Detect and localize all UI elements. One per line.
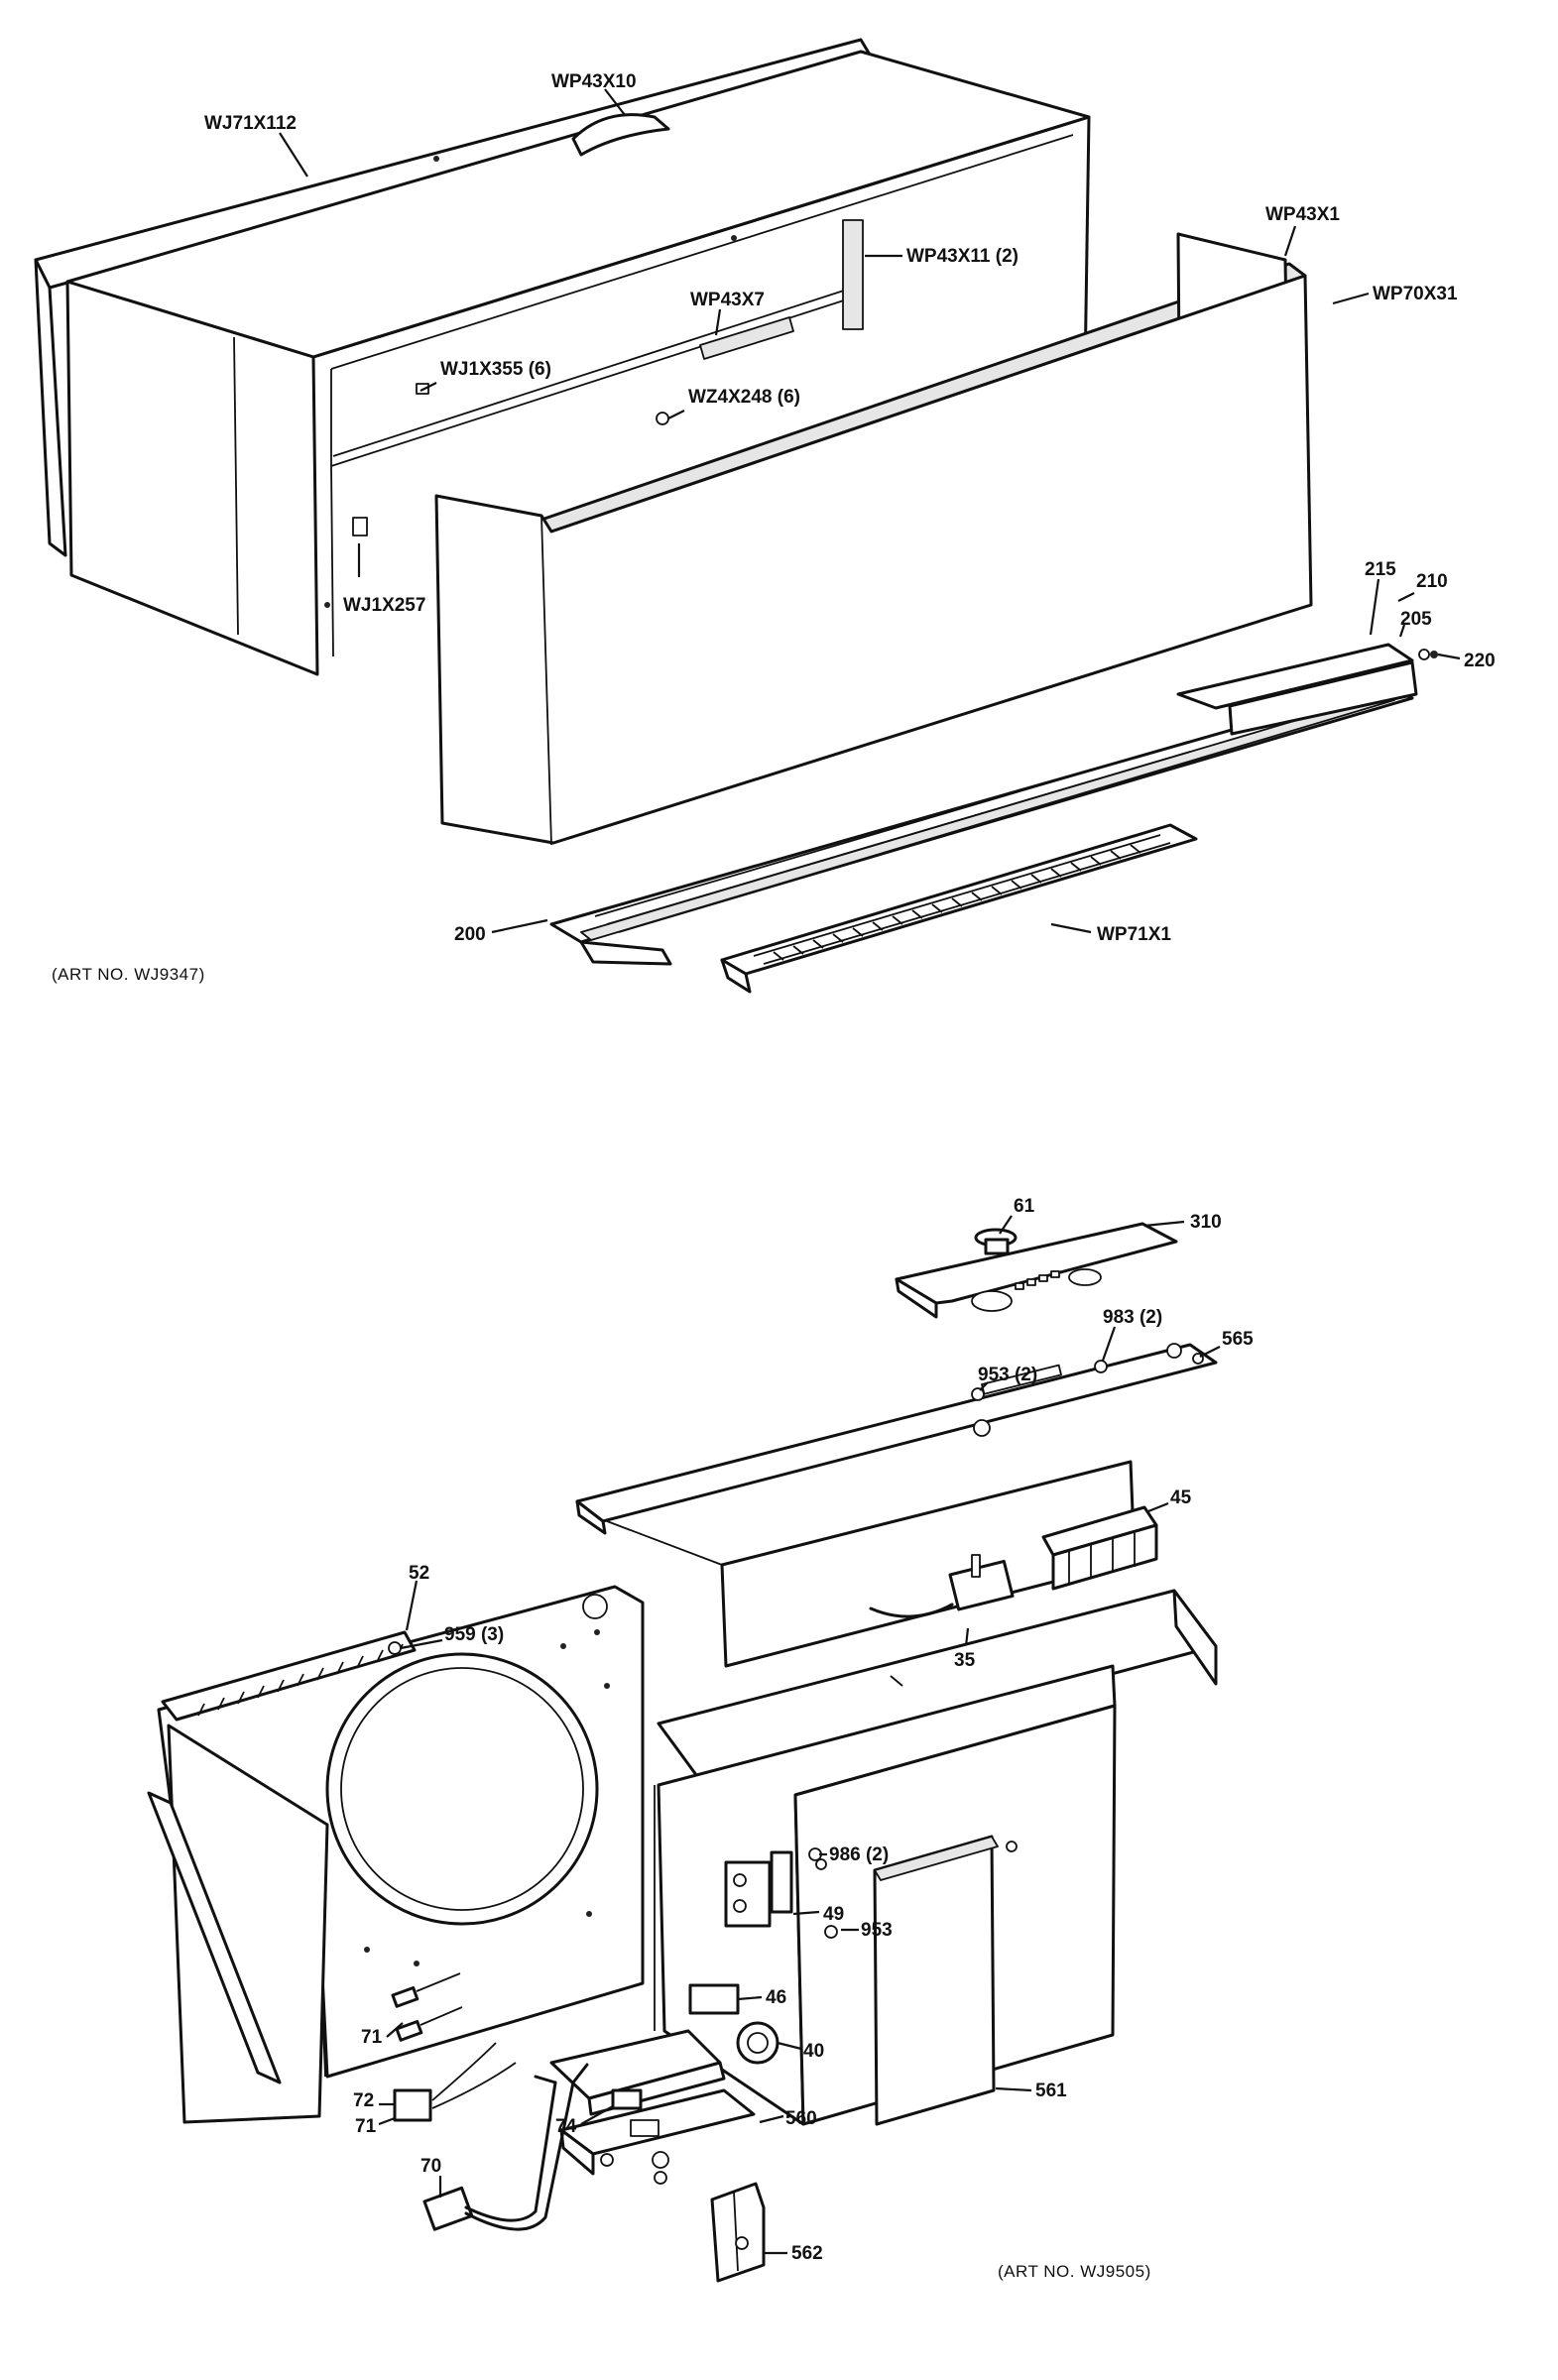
label-210: 210: [1416, 571, 1448, 592]
bracket-562: [712, 2184, 764, 2281]
label-71-a: 71: [361, 2027, 383, 2048]
label-562: 562: [791, 2243, 823, 2264]
label-wj71x112: WJ71X112: [204, 113, 297, 134]
label-46: 46: [766, 1987, 786, 2008]
label-986: 986 (2): [829, 1844, 889, 1865]
label-215: 215: [1365, 559, 1396, 580]
label-74: 74: [555, 2116, 577, 2137]
label-35: 35: [954, 1650, 976, 1671]
label-40: 40: [803, 2041, 824, 2062]
label-310: 310: [1190, 1212, 1222, 1233]
label-wj1x257: WJ1X257: [343, 595, 425, 616]
label-wp70x31: WP70X31: [1373, 284, 1458, 304]
label-959: 959 (3): [444, 1624, 504, 1645]
plug-74: [611, 2088, 643, 2110]
discharge-grille-frame: [551, 645, 1438, 964]
front-cover-panel: [436, 234, 1311, 845]
wire-connectors: [393, 1973, 516, 2120]
label-wp71x1: WP71X1: [1097, 924, 1171, 945]
label-wp43x10: WP43X10: [551, 71, 637, 92]
label-983: 983 (2): [1103, 1307, 1162, 1328]
label-45: 45: [1170, 1488, 1192, 1508]
label-wp43x1: WP43X1: [1265, 204, 1340, 225]
label-200: 200: [454, 924, 486, 945]
label-72: 72: [353, 2090, 374, 2111]
label-52: 52: [409, 1563, 429, 1584]
label-61: 61: [1014, 1196, 1035, 1217]
label-wp43x7: WP43X7: [690, 290, 765, 310]
lower-leaders: [378, 1215, 1221, 2255]
label-205: 205: [1400, 609, 1432, 630]
thermostat: [871, 1555, 1013, 1646]
label-wj1x355: WJ1X355 (6): [440, 359, 551, 380]
cover-plate-561: [875, 1837, 1017, 2124]
lower-assembly: 61 310 983 (2) 565 953 (2) 45 52 959 (3)…: [149, 1196, 1254, 2281]
label-561: 561: [1035, 2081, 1067, 2101]
label-560: 560: [785, 2108, 817, 2129]
label-565: 565: [1222, 1329, 1254, 1350]
label-71-b: 71: [355, 2116, 377, 2137]
side-baffle: [149, 1726, 327, 2122]
label-wp43x11: WP43X11 (2): [906, 246, 1019, 267]
tray: [659, 1591, 1216, 1783]
control-bracket: [577, 1344, 1216, 1666]
control-panel-plate: [897, 1224, 1176, 1317]
selector-switch: [1043, 1507, 1156, 1589]
art-number-lower: (ART NO. WJ9505): [998, 2262, 1151, 2281]
label-953: 953: [861, 1920, 893, 1941]
power-cord: [424, 2065, 587, 2229]
label-220: 220: [1464, 651, 1496, 671]
label-953-2: 953 (2): [978, 1365, 1037, 1385]
knob: [976, 1230, 1016, 1253]
label-70: 70: [420, 2156, 441, 2177]
art-number-upper: (ART NO. WJ9347): [52, 965, 205, 984]
upper-leaders: [279, 88, 1461, 934]
grille-louver: [722, 825, 1196, 992]
label-wz4x248: WZ4X248 (6): [688, 387, 800, 408]
wall-sleeve-case: [36, 40, 1089, 674]
terminal-board: [561, 2090, 754, 2184]
label-49: 49: [823, 1904, 844, 1925]
upper-assembly: WJ71X112 WP43X10 WP43X11 (2) WP43X1 WP70…: [36, 40, 1496, 992]
